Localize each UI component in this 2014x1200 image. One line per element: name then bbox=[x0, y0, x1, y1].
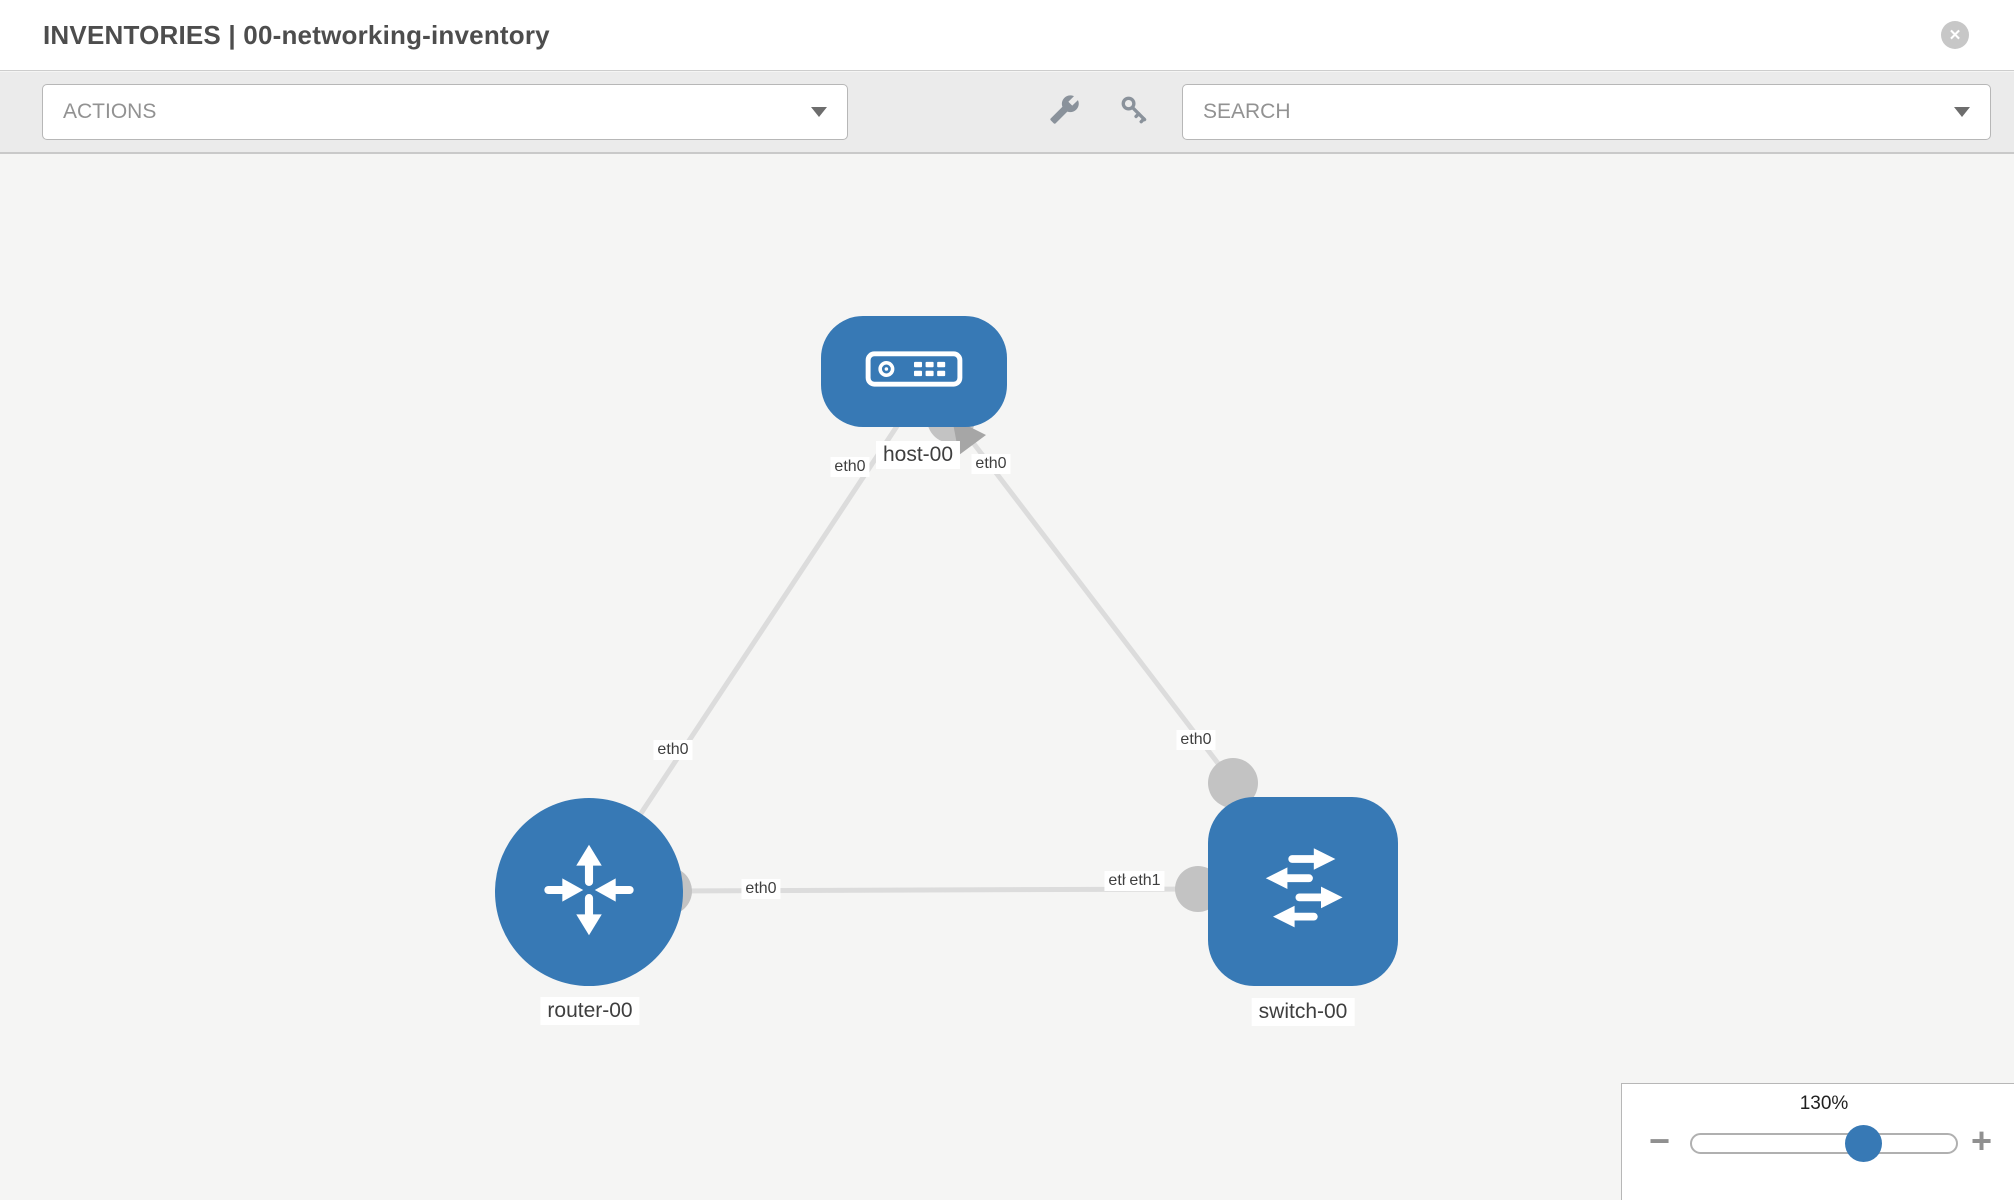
page-title: INVENTORIES | 00-networking-inventory bbox=[43, 20, 550, 50]
chevron-down-icon bbox=[1954, 107, 1970, 117]
links-layer bbox=[586, 395, 1258, 915]
interface-dot bbox=[1208, 758, 1258, 808]
zoom-value: 130% bbox=[1799, 1093, 1849, 1114]
link-arrowhead-icon bbox=[952, 418, 986, 455]
node-switch-00[interactable] bbox=[1208, 796, 1398, 986]
key-icon bbox=[1119, 94, 1150, 130]
link-router-00-host-00 bbox=[586, 412, 908, 894]
zoom-in-button[interactable]: + bbox=[1971, 1123, 1992, 1159]
node-label-host-00: host-00 bbox=[875, 441, 961, 469]
search-dropdown[interactable]: SEARCH bbox=[1182, 84, 1991, 140]
interface-label: eth0 bbox=[830, 457, 870, 477]
interface-label: eth0 bbox=[741, 879, 781, 899]
node-label-router-00: router-00 bbox=[540, 997, 640, 1025]
switch-icon bbox=[1243, 829, 1363, 954]
interface-label: eth0 bbox=[971, 454, 1011, 474]
zoom-out-button[interactable]: − bbox=[1649, 1123, 1670, 1159]
node-router-00[interactable] bbox=[495, 798, 683, 986]
chevron-down-icon bbox=[811, 107, 827, 117]
plus-icon: + bbox=[1971, 1120, 1993, 1161]
toolbar: ACTIONS SEARCH bbox=[0, 72, 2014, 154]
node-label-switch-00: switch-00 bbox=[1251, 998, 1355, 1026]
node-host-00[interactable] bbox=[821, 315, 1007, 427]
actions-dropdown[interactable]: ACTIONS bbox=[42, 84, 848, 140]
actions-dropdown-label: ACTIONS bbox=[63, 100, 157, 123]
interface-label: eth0 bbox=[653, 740, 693, 760]
close-button[interactable]: ✕ bbox=[1941, 21, 1969, 49]
router-icon bbox=[531, 832, 647, 953]
interface-label: eth0 bbox=[1176, 730, 1216, 750]
topology-canvas[interactable]: host-00 router-00 switch-00 eth0 eth0 eth0 eth… bbox=[0, 156, 2014, 1200]
zoom-slider-track[interactable] bbox=[1690, 1133, 1958, 1154]
wrench-button[interactable] bbox=[1048, 94, 1080, 130]
wrench-icon bbox=[1049, 94, 1080, 130]
close-icon: ✕ bbox=[1948, 27, 1962, 44]
host-icon bbox=[865, 350, 963, 393]
minus-icon: − bbox=[1649, 1120, 1671, 1161]
page-header: INVENTORIES | 00-networking-inventory ✕ bbox=[0, 0, 2014, 71]
zoom-panel: 130% − + bbox=[1621, 1083, 2014, 1200]
interface-label: eth1 bbox=[1125, 871, 1165, 891]
zoom-slider-knob[interactable] bbox=[1844, 1125, 1882, 1162]
search-dropdown-label: SEARCH bbox=[1203, 100, 1291, 123]
key-button[interactable] bbox=[1118, 96, 1150, 128]
